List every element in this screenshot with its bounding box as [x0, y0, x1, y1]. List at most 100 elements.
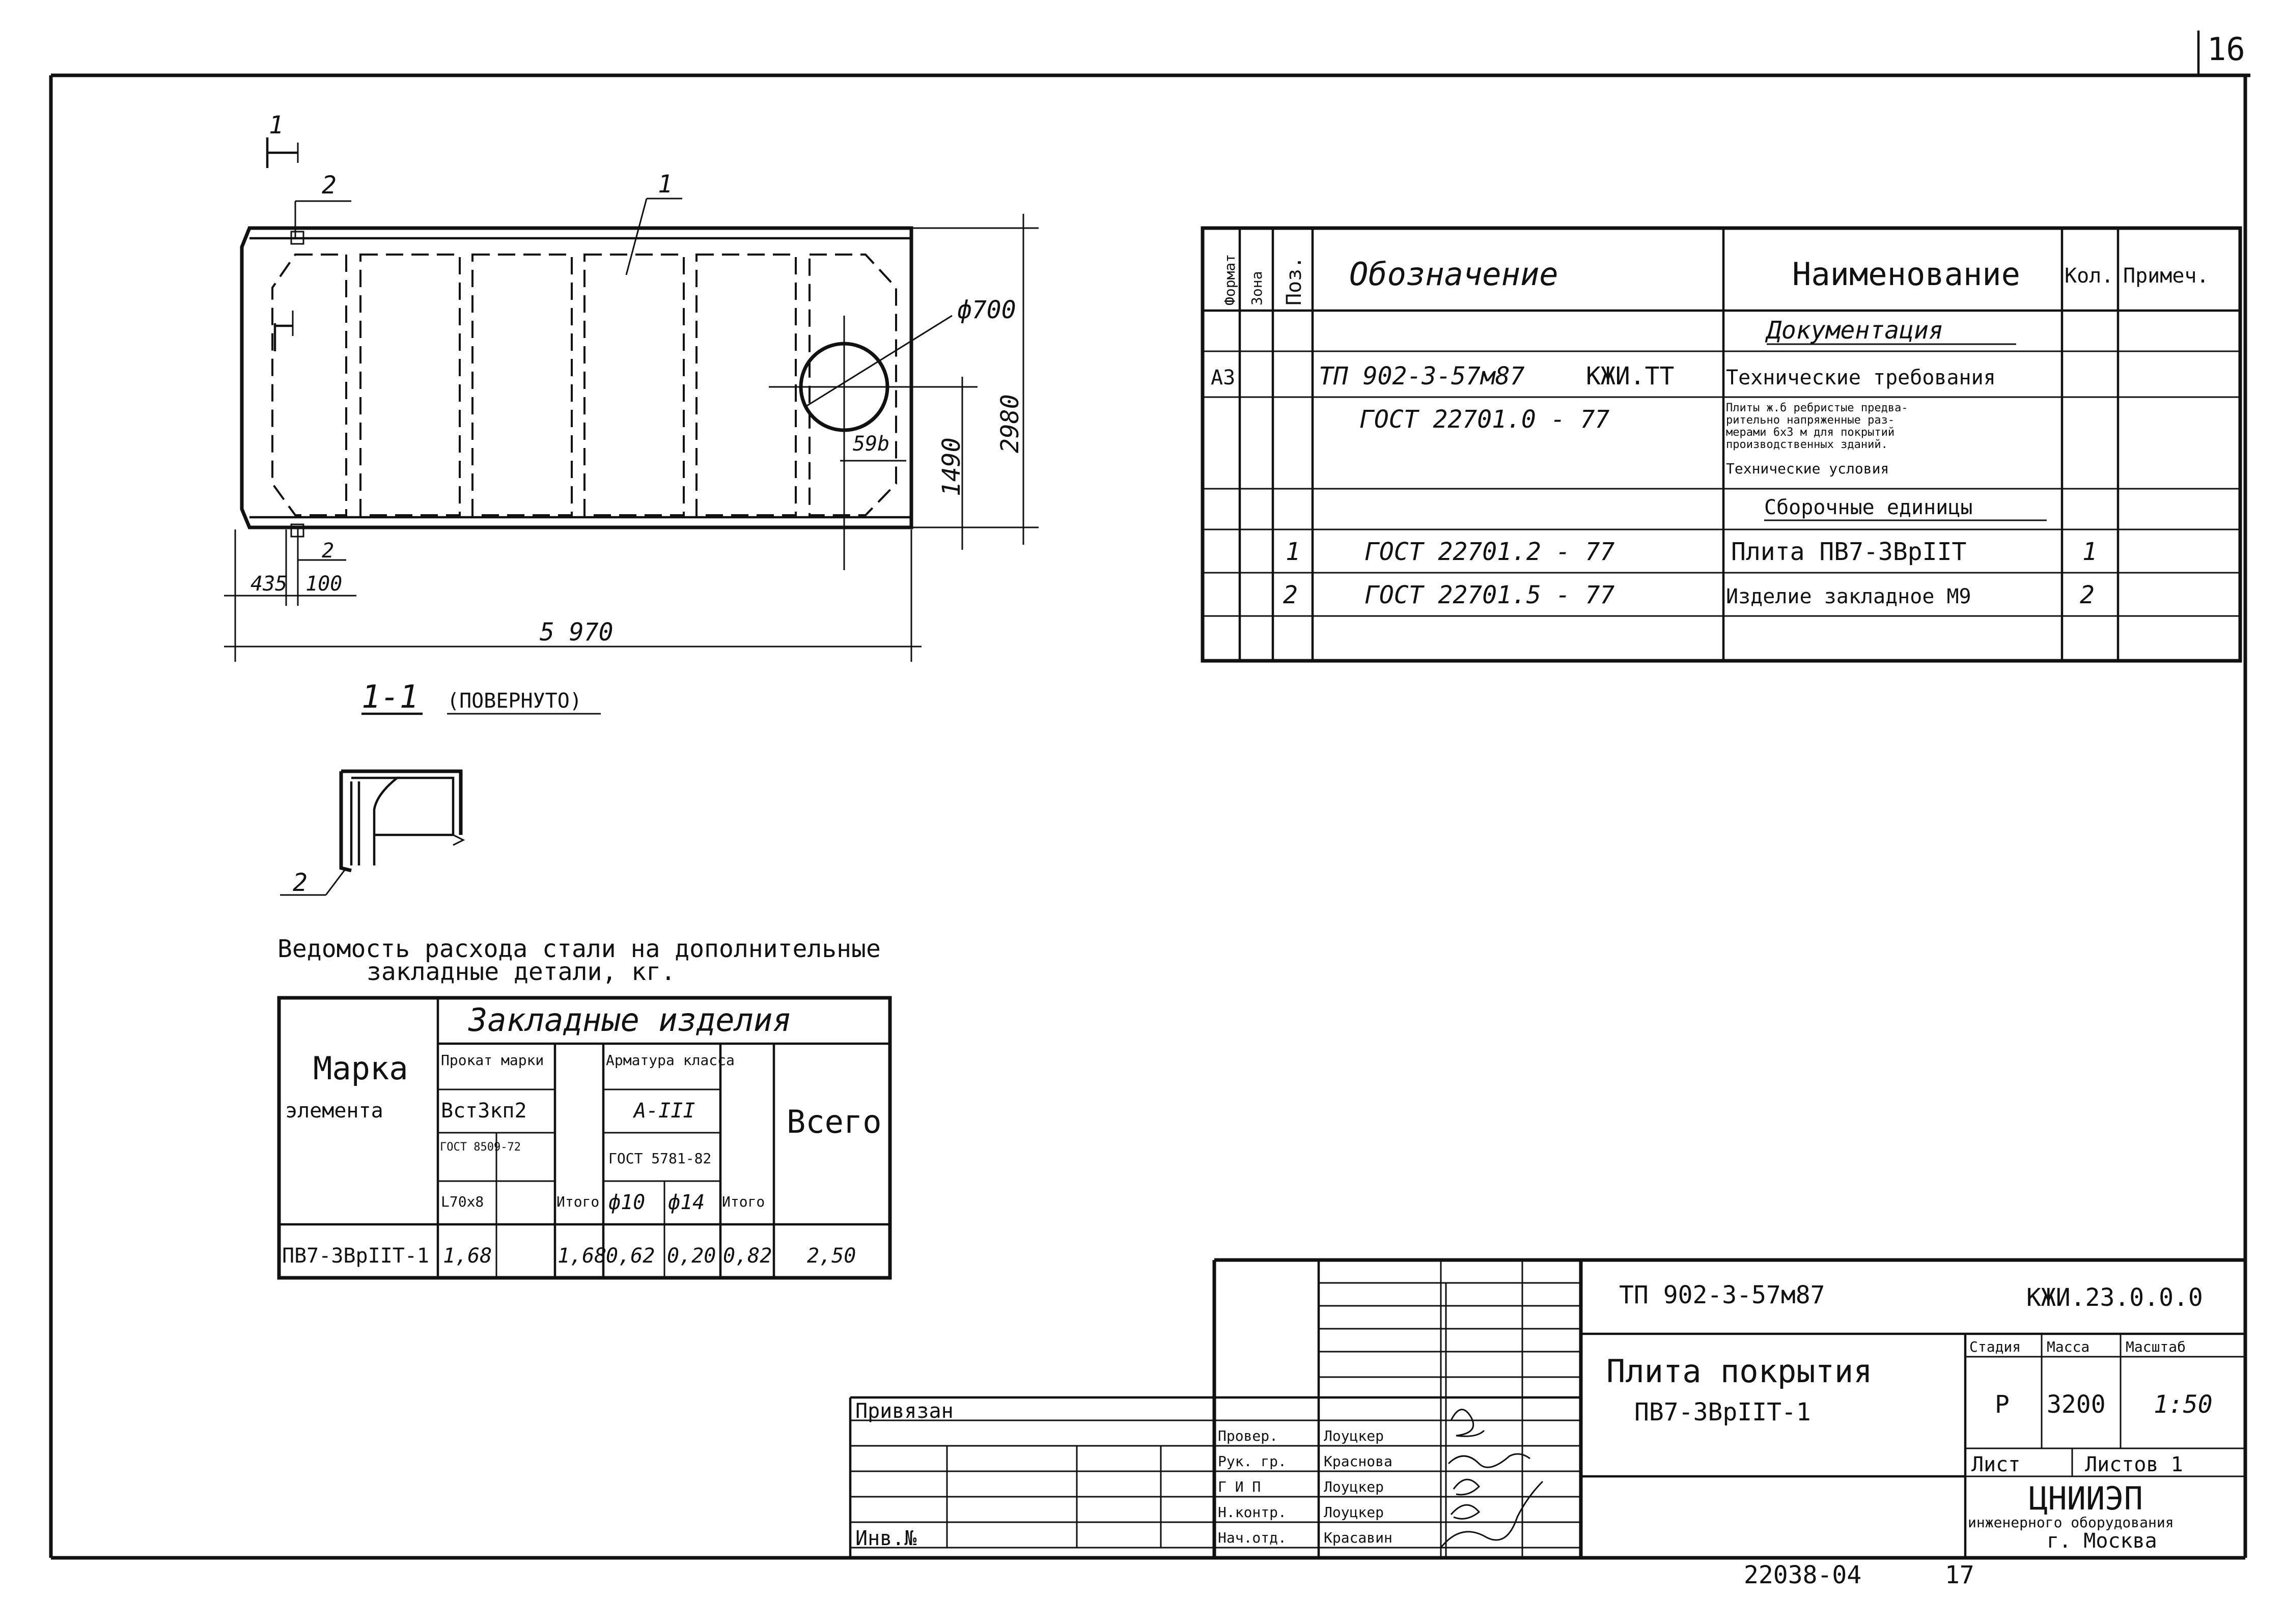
title-sheets-label: Листов 1: [2085, 1453, 2183, 1476]
sig-role-4: Н.контр.: [1218, 1504, 1287, 1521]
steel-row-rolled: 1,68: [443, 1244, 492, 1268]
title-bound-label: Привязан: [855, 1399, 954, 1423]
section-title: 1-1: [361, 678, 419, 715]
steel-header-rebar: Арматура класса: [606, 1052, 735, 1069]
steel-table-grid: [277, 996, 892, 1280]
section-callout: 2: [293, 869, 308, 897]
title-project: ТП 902-3-57м87: [1619, 1281, 1825, 1309]
steel-header-total-2: Итого: [722, 1193, 765, 1210]
callout-1: 1: [658, 170, 673, 199]
sig-name-4: Лоуцкер: [1324, 1504, 1384, 1521]
sig-name-1: Лоуцкер: [1324, 1427, 1384, 1444]
steel-header-mark: Марка: [313, 1050, 408, 1087]
steel-header-rolled-gost: ГОСТ 8509-72: [440, 1141, 521, 1154]
title-scale-label: Масштаб: [2126, 1338, 2186, 1355]
spec-row2-name-line-3: мерами 6х3 м для покрытий: [1726, 426, 1894, 439]
sig-role-2: Рук. гр.: [1218, 1453, 1287, 1470]
spec-header-qty: Кол.: [2065, 264, 2113, 288]
steel-header-element: элемента: [285, 1099, 383, 1123]
spec-header-note: Примеч.: [2123, 264, 2209, 288]
title-mass: 3200: [2047, 1390, 2106, 1419]
spec-header-pos: Поз.: [1283, 257, 1306, 305]
sig-name-2: Краснова: [1324, 1453, 1392, 1470]
spec-row2-name-line-2: рительно напряженные раз-: [1726, 414, 1894, 427]
signature-scribbles: [1440, 1409, 1544, 1548]
spec-row1-name: Технические требования: [1726, 366, 1996, 389]
steel-table-title-2: закладные детали, кг.: [367, 958, 676, 986]
spec-section-assemblies: Сборочные единицы: [1764, 496, 1972, 519]
spec-section-docs: Документация: [1765, 316, 1943, 345]
callout-2-bottom: 2: [322, 539, 334, 563]
sig-name-5: Красавин: [1324, 1529, 1392, 1546]
sheet-frame: [49, 31, 2250, 1560]
spec-row2-name-line-1: Плиты ж.б ребристые предва-: [1726, 402, 1908, 414]
steel-row-total-2: 0,82: [723, 1244, 772, 1268]
title-block-grid: [849, 1258, 2245, 1558]
steel-header-total-1: Итого: [556, 1193, 599, 1210]
spec-table-grid: [1201, 226, 2242, 663]
sig-role-3: Г И П: [1218, 1478, 1261, 1495]
archive-number: 22038-04: [1744, 1561, 1861, 1589]
title-scale: 1:50: [2154, 1390, 2213, 1419]
title-inv-label: Инв.№: [855, 1527, 916, 1550]
callout-2-top: 2: [322, 171, 337, 200]
steel-row-d10: 0,62: [606, 1244, 655, 1268]
title-sheet-label: Лист: [1971, 1453, 2020, 1476]
spec-row4-qty: 2: [2080, 581, 2095, 609]
title-line-2: ПВ7-3ВрIIТ-1: [1634, 1398, 1811, 1426]
steel-row-total-1: 1,68: [558, 1244, 606, 1268]
spec-row4-name: Изделие закладное М9: [1726, 585, 1971, 608]
steel-header-d10: ф10: [608, 1191, 645, 1214]
section-note: (ПОВЕРНУТО): [447, 689, 582, 713]
steel-header-rolled: Прокат марки: [441, 1052, 544, 1069]
dim-length: 5 970: [540, 618, 614, 647]
sig-name-3: Лоуцкер: [1324, 1478, 1384, 1495]
spec-row2-name-line-4: производственных зданий.: [1726, 438, 1888, 451]
spec-header-zone: Зона: [1248, 271, 1265, 305]
steel-row-all: 2,50: [807, 1244, 856, 1268]
section-detail: [280, 769, 465, 896]
spec-row4-pos: 2: [1283, 581, 1298, 609]
spec-row3-designation: ГОСТ 22701.2 - 77: [1364, 538, 1614, 566]
spec-header-designation: Обозначение: [1349, 256, 1558, 293]
spec-row3-pos: 1: [1286, 538, 1300, 566]
spec-header-format: Формат: [1221, 254, 1238, 305]
dim-left-offset: 435: [250, 572, 287, 596]
sig-role-5: Нач.отд.: [1218, 1529, 1287, 1546]
spec-row4-designation: ГОСТ 22701.5 - 77: [1364, 581, 1614, 609]
spec-row1-format: А3: [1211, 366, 1235, 389]
dim-hole-offset: 59b: [853, 432, 889, 456]
title-line-1: Плита покрытия: [1606, 1353, 1873, 1390]
spec-header-name: Наименование: [1792, 256, 2020, 293]
title-stage-label: Стадия: [1969, 1338, 2021, 1355]
steel-header-rebar-value: А-III: [632, 1099, 695, 1123]
title-stage: Р: [1995, 1390, 2010, 1419]
title-code: КЖИ.23.0.0.0: [2026, 1283, 2203, 1312]
steel-header-d14: ф14: [668, 1191, 705, 1214]
steel-row-mark: ПВ7-3ВрIIТ-1: [282, 1244, 429, 1268]
section-mark-top: 1: [269, 111, 284, 139]
dim-hole: ф700: [957, 296, 1016, 324]
spec-row1-designation: ТП 902-3-57м87: [1319, 362, 1525, 390]
sig-role-1: Провер.: [1218, 1427, 1278, 1444]
title-org-line-2: инженерного оборудования: [1968, 1514, 2174, 1531]
spec-row1-code: КЖИ.ТТ: [1586, 362, 1674, 390]
spec-row3-qty: 1: [2082, 538, 2097, 566]
steel-table-title-1: Ведомость расхода стали на дополнительны…: [277, 935, 881, 963]
title-org-line-3: г. Москва: [2047, 1529, 2157, 1553]
steel-header-rolled-size: L70х8: [441, 1193, 484, 1210]
dim-half-width: 1490: [937, 437, 966, 496]
dim-width: 2980: [996, 394, 1024, 453]
steel-header-group: Закладные изделия: [468, 1001, 792, 1039]
title-mass-label: Масса: [2047, 1338, 2089, 1355]
steel-header-all: Всего: [787, 1103, 882, 1140]
spec-row2-name-extra: Технические условия: [1726, 460, 1889, 477]
slab-plan-view: [224, 137, 1039, 662]
steel-header-rebar-gost: ГОСТ 5781-82: [608, 1150, 711, 1167]
spec-row2-designation: ГОСТ 22701.0 - 77: [1359, 405, 1609, 434]
sheet-number: 16: [2207, 31, 2245, 68]
spec-row3-name: Плита ПВ7-3ВрIIТ: [1731, 538, 1966, 566]
steel-header-rolled-value: Вст3кп2: [441, 1099, 527, 1123]
title-org-name: ЦНИИЭП: [2029, 1480, 2143, 1517]
